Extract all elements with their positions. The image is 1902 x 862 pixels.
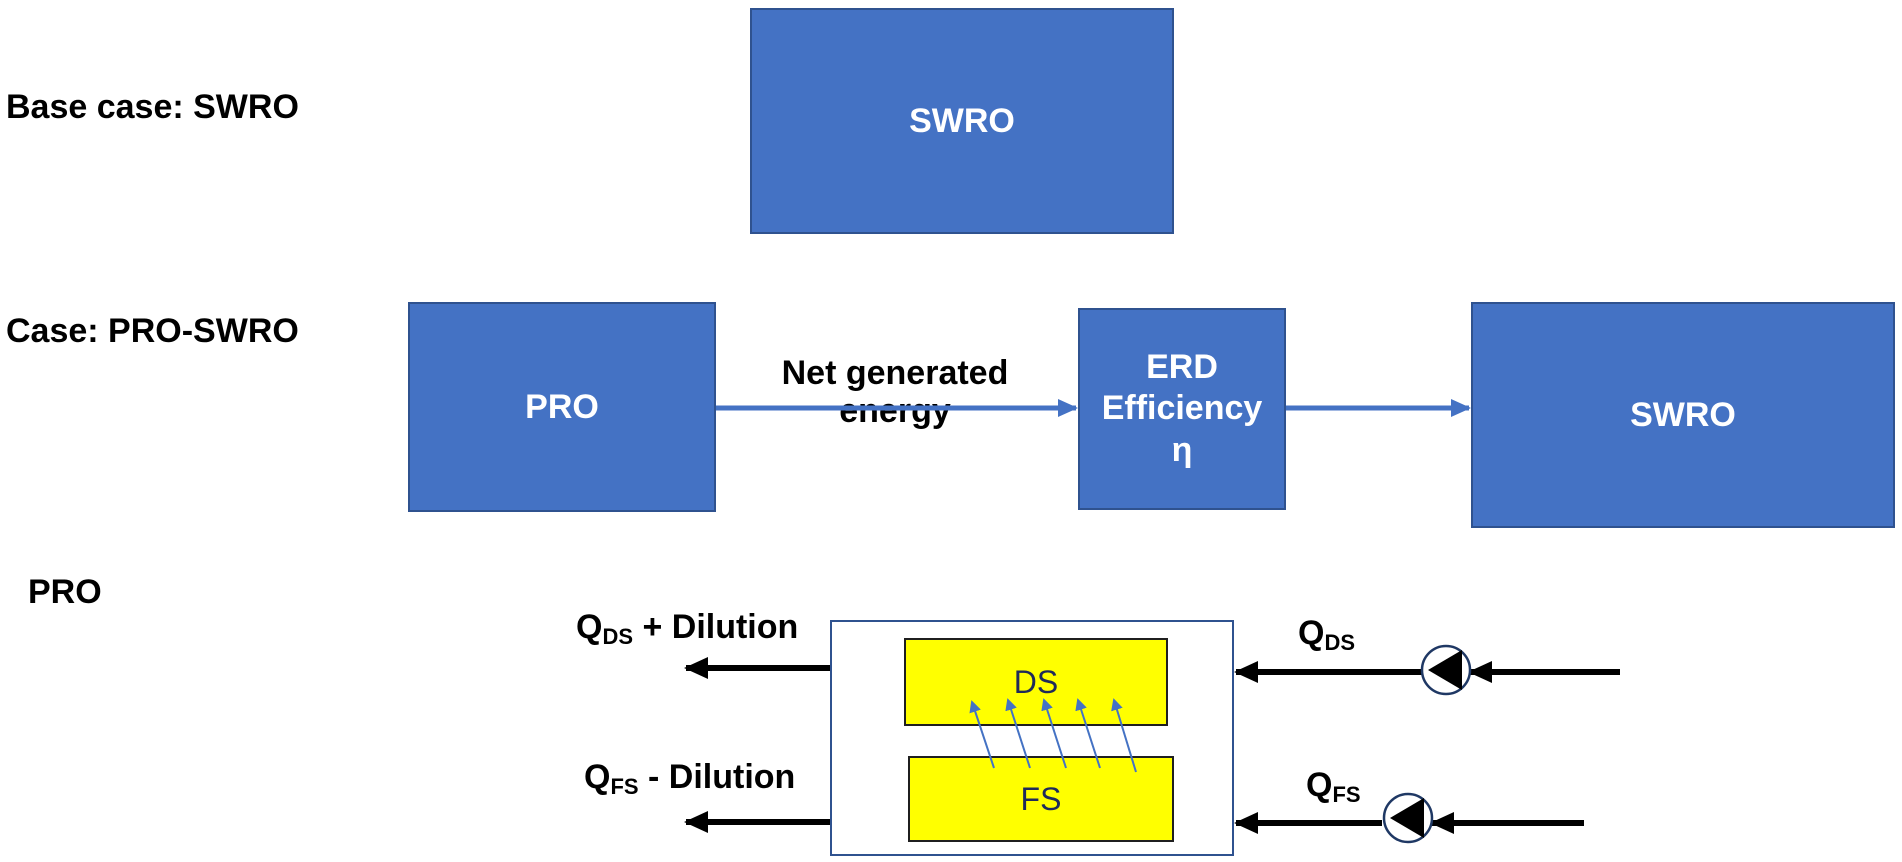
ds-inlet-q: Q: [1298, 614, 1325, 652]
pro-block-label: PRO: [525, 387, 599, 426]
ds-inlet-sub: DS: [1324, 630, 1356, 655]
fs-outlet-q: Q: [584, 758, 611, 796]
row-label-pro: PRO: [28, 573, 102, 611]
fs-inlet-q: Q: [1306, 766, 1333, 804]
fs-outlet-sub: FS: [610, 774, 639, 799]
permeation-arrow: [969, 700, 995, 769]
draw-solution-chamber: DS: [904, 638, 1168, 726]
energy-line: energy: [839, 392, 951, 431]
swro-case-block: SWRO: [1471, 302, 1895, 528]
permeation-arrow: [1111, 698, 1137, 773]
ds-outlet-label: QDS + Dilution: [576, 608, 798, 650]
eta-symbol: η: [1171, 430, 1193, 469]
ds-outlet-q: Q: [576, 608, 603, 646]
fs-pump-icon: [1382, 792, 1434, 844]
permeation-arrow: [1075, 698, 1101, 769]
ds-label: DS: [1013, 663, 1059, 700]
swro-base-block: SWRO: [750, 8, 1174, 234]
efficiency-label: Efficiency: [1101, 389, 1263, 428]
ds-inlet-label: QDS: [1298, 614, 1355, 656]
net-generated-line: Net generated: [781, 354, 1009, 392]
ds-outlet-dilution: + Dilution: [633, 608, 799, 646]
row-label-pro-swro-case: Case: PRO-SWRO: [6, 312, 299, 350]
fs-inlet-sub: FS: [1332, 782, 1361, 807]
erd-label: ERD: [1146, 347, 1218, 386]
feed-solution-chamber: FS: [908, 756, 1174, 842]
permeation-arrows: [969, 698, 1137, 773]
fs-outlet-dilution: - Dilution: [638, 758, 796, 796]
permeation-arrow: [1005, 698, 1031, 769]
row-label-base-case: Base case: SWRO: [6, 88, 299, 126]
fs-outlet-label: QFS - Dilution: [584, 758, 795, 800]
swro-case-label: SWRO: [1630, 395, 1736, 434]
fs-label: FS: [1020, 780, 1062, 817]
swro-base-label: SWRO: [909, 101, 1015, 140]
permeation-arrow: [1041, 698, 1067, 769]
ds-pump-icon: [1420, 644, 1472, 696]
net-generated-energy-label: Net generated energy: [740, 354, 1050, 431]
erd-efficiency-block: ERD Efficiency η: [1078, 308, 1286, 510]
ds-outlet-sub: DS: [602, 624, 634, 649]
pro-block: PRO: [408, 302, 716, 512]
fs-inlet-label: QFS: [1306, 766, 1361, 808]
